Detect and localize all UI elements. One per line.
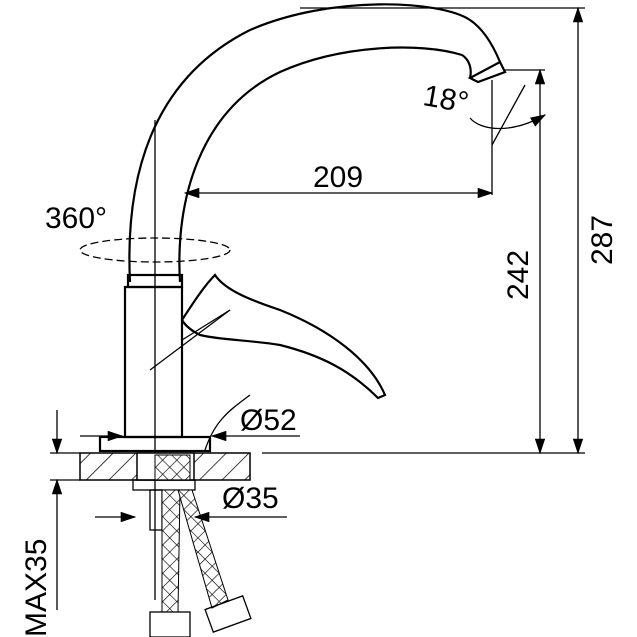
spout [126,3,507,289]
total-height-label: 287 [586,215,619,265]
countertop-section [79,452,251,491]
rotation-label: 360° [45,202,107,235]
max-thickness-label: MAX35 [20,539,53,637]
dimension-lines [50,6,585,610]
faucet-body [98,120,212,600]
rotation-ellipse [79,237,231,263]
supply-hoses [149,489,252,637]
spout-height-label: 242 [502,250,535,300]
base-diameter-label: Ø52 [240,404,297,437]
shank-diameter-label: Ø35 [222,482,279,515]
lever-handle [149,273,387,400]
angle-label: 18° [421,79,471,119]
reach-label: 209 [313,161,363,194]
